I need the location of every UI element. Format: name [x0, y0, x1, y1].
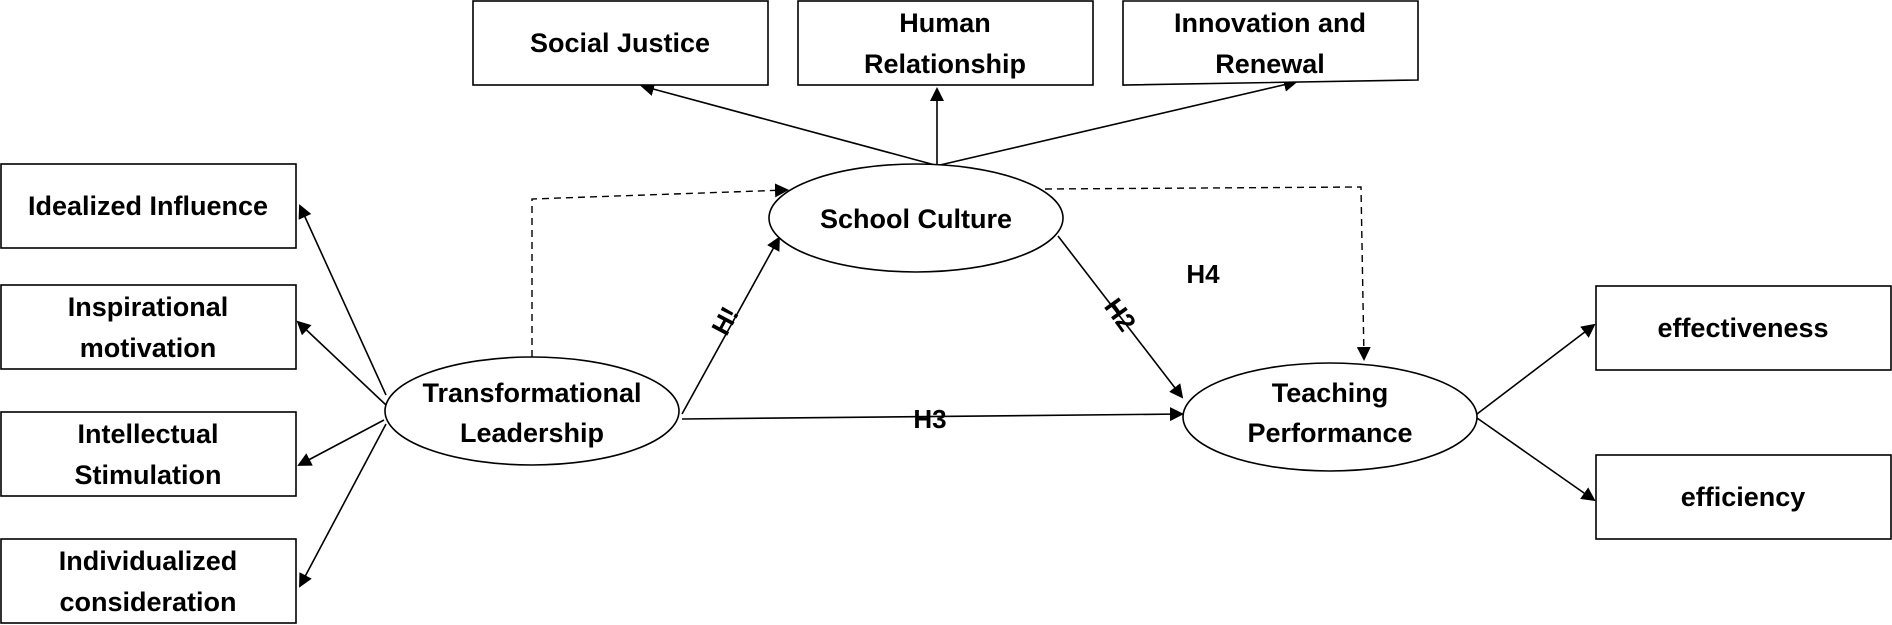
box-human-relationship — [797, 0, 1094, 86]
edge-tl-intellectual — [297, 419, 385, 466]
label-h2: H2 — [1098, 292, 1142, 337]
edge-sc-social — [640, 82, 936, 166]
edge-tl-individualized — [299, 423, 387, 588]
box-individualized-consideration — [0, 538, 297, 624]
edges — [296, 77, 1596, 588]
edge-tp-effectiveness — [1476, 323, 1596, 415]
label-efficiency: efficiency — [1681, 482, 1806, 512]
label-effectiveness: effectiveness — [1657, 313, 1828, 343]
constructs: Transformational Leadership School Cultu… — [384, 163, 1478, 472]
oval-transformational-leadership — [384, 356, 680, 466]
leadership-dimensions: Idealized Influence Inspirational motiva… — [0, 163, 297, 624]
label-idealized-influence: Idealized Influence — [28, 191, 268, 221]
box-inspirational-motivation — [0, 284, 297, 370]
box-efficiency — [1595, 454, 1892, 540]
label-h1: H! — [705, 302, 744, 340]
label-human-relationship-2: Relationship — [864, 49, 1026, 79]
box-idealized-influence — [0, 163, 297, 249]
label-h3: H3 — [913, 404, 946, 434]
edge-dashed-tl-sc — [531, 183, 789, 357]
edge-tl-inspirational — [296, 320, 387, 406]
label-intellectual-stimulation-1: Intellectual — [77, 419, 218, 449]
box-social-justice — [472, 0, 769, 86]
label-social-justice: Social Justice — [530, 28, 710, 58]
label-inspirational-motivation-2: motivation — [80, 333, 217, 363]
box-effectiveness — [1595, 285, 1892, 371]
edge-h2 — [1057, 235, 1184, 399]
label-intellectual-stimulation-2: Stimulation — [75, 460, 222, 490]
label-innovation-renewal-1: Innovation and — [1174, 8, 1366, 38]
edge-tl-idealized — [298, 204, 387, 396]
label-individualized-consideration-2: consideration — [59, 587, 236, 617]
label-teaching-performance-2: Performance — [1247, 418, 1412, 448]
edge-dashed-sc-tp — [1044, 186, 1371, 361]
label-inspirational-motivation-1: Inspirational — [68, 292, 229, 322]
edge-h3 — [681, 407, 1184, 422]
label-transformational-leadership-1: Transformational — [422, 378, 641, 408]
oval-teaching-performance — [1182, 362, 1478, 472]
label-innovation-renewal-2: Renewal — [1215, 49, 1325, 79]
performance-dimensions: effectiveness efficiency — [1595, 285, 1892, 540]
edge-h1 — [681, 236, 780, 415]
label-individualized-consideration-1: Individualized — [59, 546, 238, 576]
edge-sc-innovation — [939, 77, 1298, 166]
label-transformational-leadership-2: Leadership — [460, 418, 604, 448]
edge-tp-efficiency — [1476, 417, 1596, 502]
label-teaching-performance-1: Teaching — [1272, 378, 1389, 408]
culture-dimensions: Social Justice Human Relationship Innova… — [472, 0, 1419, 86]
box-intellectual-stimulation — [0, 411, 297, 497]
label-human-relationship-1: Human — [899, 8, 991, 38]
label-school-culture: School Culture — [820, 204, 1012, 234]
oval-school-culture — [768, 163, 1064, 273]
label-h4: H4 — [1186, 259, 1220, 289]
box-innovation-renewal — [1122, 0, 1419, 86]
